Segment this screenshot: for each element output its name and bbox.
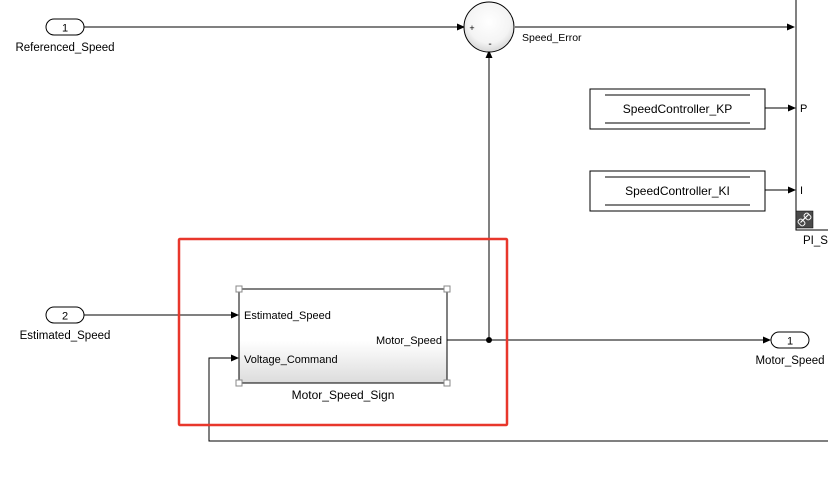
from-block-label: SpeedController_KI — [625, 184, 730, 198]
resize-handle[interactable] — [235, 379, 243, 387]
signal-line-referenced-speed[interactable] — [84, 23, 465, 31]
inport-number: 1 — [62, 23, 68, 35]
sum-plus-sign: + — [469, 23, 474, 33]
signal-line-feedback[interactable] — [485, 50, 493, 343]
resize-handle[interactable] — [443, 379, 451, 387]
subsystem-name-label: Motor_Speed_Sign — [292, 388, 395, 402]
subsystem-output-port-motor-speed: Motor_Speed — [376, 335, 442, 347]
inport-referenced-speed[interactable]: 1 — [45, 18, 85, 36]
signal-line-voltage-command[interactable] — [208, 354, 828, 442]
inport-estimated-speed[interactable]: 2 — [45, 306, 85, 324]
from-block-speedcontroller-kp[interactable]: SpeedController_KP — [589, 88, 766, 130]
resize-handle[interactable] — [235, 285, 243, 293]
from-block-speedcontroller-ki[interactable]: SpeedController_KI — [589, 170, 766, 212]
inport-number: 2 — [62, 311, 68, 323]
signal-line-speed-error[interactable] — [515, 23, 795, 31]
highlight-box — [177, 237, 509, 427]
inport-label-referenced-speed: Referenced_Speed — [15, 42, 114, 54]
from-block-label: SpeedController_KP — [623, 102, 732, 116]
pi-controller-label: PI_S — [803, 235, 828, 247]
sum-minus-sign: - — [488, 39, 491, 50]
resize-handle[interactable] — [443, 285, 451, 293]
library-link-icon[interactable] — [795, 210, 814, 229]
subsystem-input-port-voltage-command: Voltage_Command — [244, 354, 338, 366]
pi-port-p: P — [800, 103, 807, 115]
signal-line-kp[interactable] — [765, 104, 796, 112]
pi-controller-block[interactable]: P I — [795, 0, 828, 231]
signal-label-speed-error: Speed_Error — [522, 32, 582, 44]
branch-point — [486, 337, 492, 343]
pi-port-i: I — [800, 185, 803, 197]
sum-block[interactable]: + - — [463, 1, 515, 53]
outport-number: 1 — [787, 336, 793, 348]
signal-line-estimated-speed[interactable] — [84, 311, 239, 319]
outport-label-motor-speed: Motor_Speed — [755, 355, 824, 367]
outport-motor-speed[interactable]: 1 — [770, 331, 810, 349]
subsystem-input-port-estimated-speed: Estimated_Speed — [244, 310, 331, 322]
inport-label-estimated-speed: Estimated_Speed — [20, 330, 111, 342]
signal-line-motor-speed[interactable] — [447, 336, 771, 344]
subsystem-motor-speed-sign[interactable]: Estimated_Speed Voltage_Command Motor_Sp… — [235, 285, 451, 387]
signal-line-ki[interactable] — [765, 186, 796, 194]
